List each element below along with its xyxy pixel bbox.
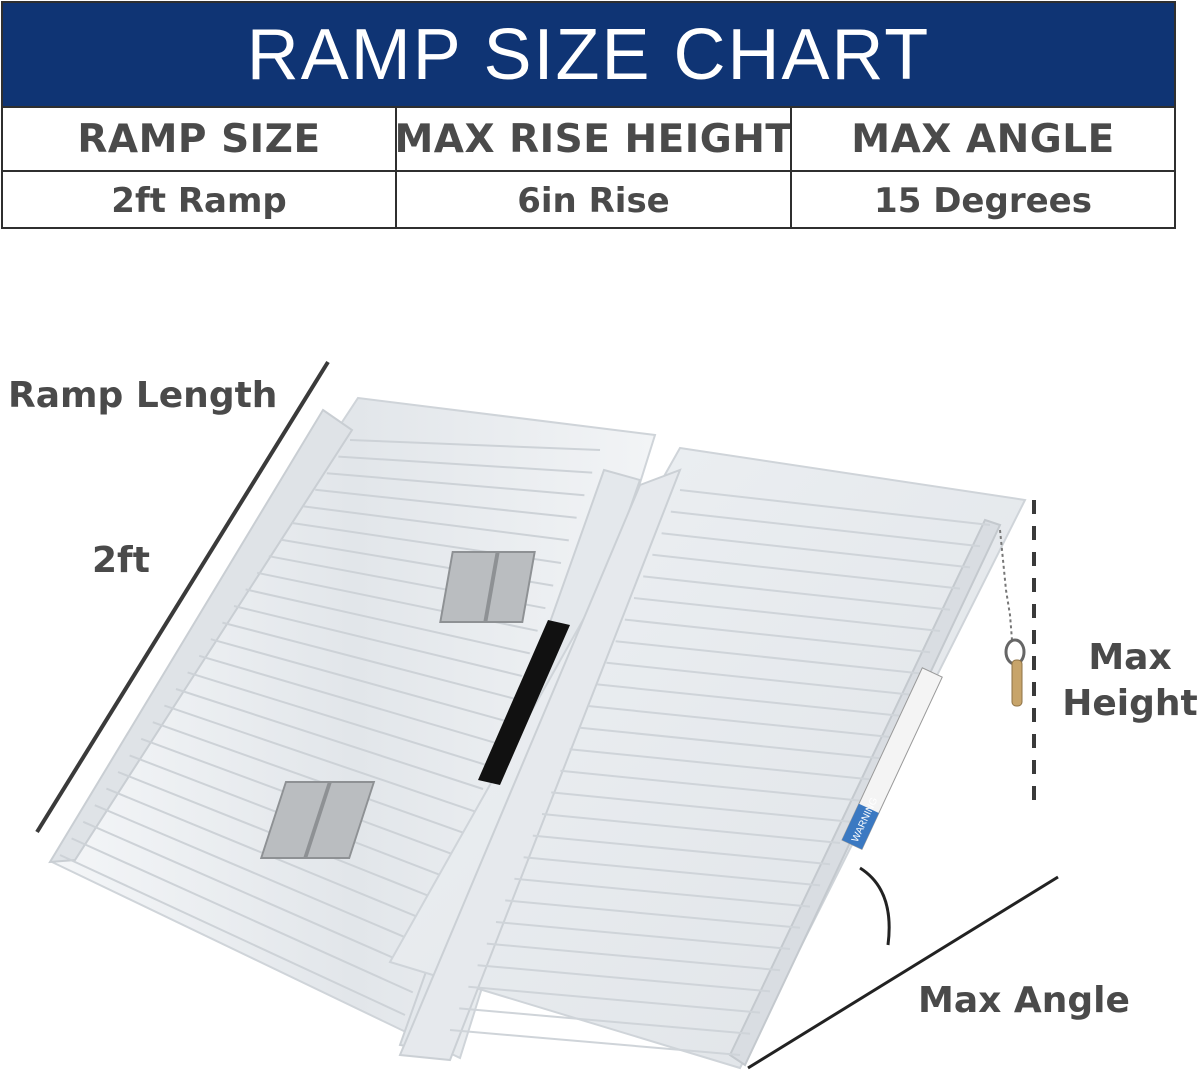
left-panel-slat (175, 688, 484, 790)
chain-pin (999, 529, 1026, 707)
right-panel-slat (459, 1007, 751, 1035)
right-panel-slat (560, 769, 861, 802)
lower-hinge (259, 781, 376, 859)
ground-line (747, 875, 1059, 1070)
header-ramp-size: RAMP SIZE (3, 108, 397, 170)
left-panel-slat (338, 455, 593, 474)
right-panel-slat (532, 834, 831, 866)
right-panel-slat (670, 510, 981, 548)
length-value-label: 2ft (92, 540, 150, 581)
left-panel-slat (315, 488, 577, 519)
chart-title: RAMP SIZE CHART (3, 3, 1174, 108)
right-panel-slat (606, 661, 911, 696)
angle-arc (859, 866, 891, 946)
right-panel-slat (449, 1029, 741, 1056)
right-panel-slat (523, 856, 821, 887)
left-panel-slat (349, 439, 601, 451)
right-panel-slat (495, 921, 791, 950)
right-ramp-panel: WARNING (388, 446, 1027, 1070)
right-panel-slat (486, 942, 781, 972)
right-panel-slat (569, 748, 871, 781)
right-panel-slat (477, 964, 771, 993)
ramp-length-label: Ramp Length (8, 375, 278, 416)
left-panel-slat (187, 671, 492, 768)
left-panel-slat (198, 654, 499, 745)
ramp-illustration: WARNING (35, 360, 1059, 1070)
header-max-rise-height: MAX RISE HEIGHT (397, 108, 792, 170)
right-panel-slat (633, 597, 941, 632)
left-panel-slat (59, 854, 406, 1016)
left-panel-slat (82, 820, 422, 971)
left-panel-slat (164, 704, 476, 813)
left-panel-slat (71, 837, 414, 994)
left-panel-slat (152, 721, 468, 836)
right-panel-slat (505, 899, 801, 929)
right-panel-slat (551, 791, 851, 823)
left-panel-slat (222, 621, 515, 700)
max-angle-label: Max Angle (918, 980, 1130, 1021)
right-panel-slat (661, 532, 971, 569)
value-ramp-size: 2ft Ramp (3, 172, 397, 229)
left-panel-slat (233, 605, 523, 677)
right-panel-slat (643, 575, 951, 611)
right-panel-slat (541, 813, 841, 844)
right-panel-slat (468, 985, 761, 1014)
length-measure-line (35, 360, 330, 834)
left-panel-slat (94, 804, 429, 949)
left-panel-slat (210, 638, 507, 723)
ramp-size-chart: RAMP SIZE CHART RAMP SIZE MAX RISE HEIGH… (1, 1, 1176, 229)
chart-header-row: RAMP SIZE MAX RISE HEIGHT MAX ANGLE (3, 108, 1174, 172)
ramp-diagram: WARNING Ramp Length 2ft Max Height (0, 240, 1200, 1070)
right-panel-slat (615, 640, 921, 675)
right-panel-slat (514, 877, 811, 908)
right-panel-slat (624, 618, 931, 654)
right-panel-slat (578, 726, 881, 760)
value-max-angle: 15 Degrees (874, 180, 1092, 221)
left-panel-slat (303, 505, 569, 542)
max-height-label: Max Height (1060, 635, 1200, 727)
chart-value-row: 2ft Ramp 6in Rise 15 Degrees (3, 172, 1174, 229)
carry-strap (478, 620, 570, 785)
upper-hinge (439, 551, 536, 623)
value-max-rise-height: 6in Rise (397, 172, 792, 229)
right-panel-slat (652, 553, 961, 590)
right-panel-slat (597, 683, 901, 717)
max-height-label-line1: Max (1088, 637, 1172, 678)
right-panel-slat (587, 705, 891, 738)
left-panel-slat (326, 472, 585, 497)
max-height-label-line2: Height (1062, 683, 1198, 724)
right-panel-slat (679, 489, 991, 526)
left-panel-slat (245, 588, 531, 655)
header-max-angle: MAX ANGLE (851, 116, 1115, 162)
